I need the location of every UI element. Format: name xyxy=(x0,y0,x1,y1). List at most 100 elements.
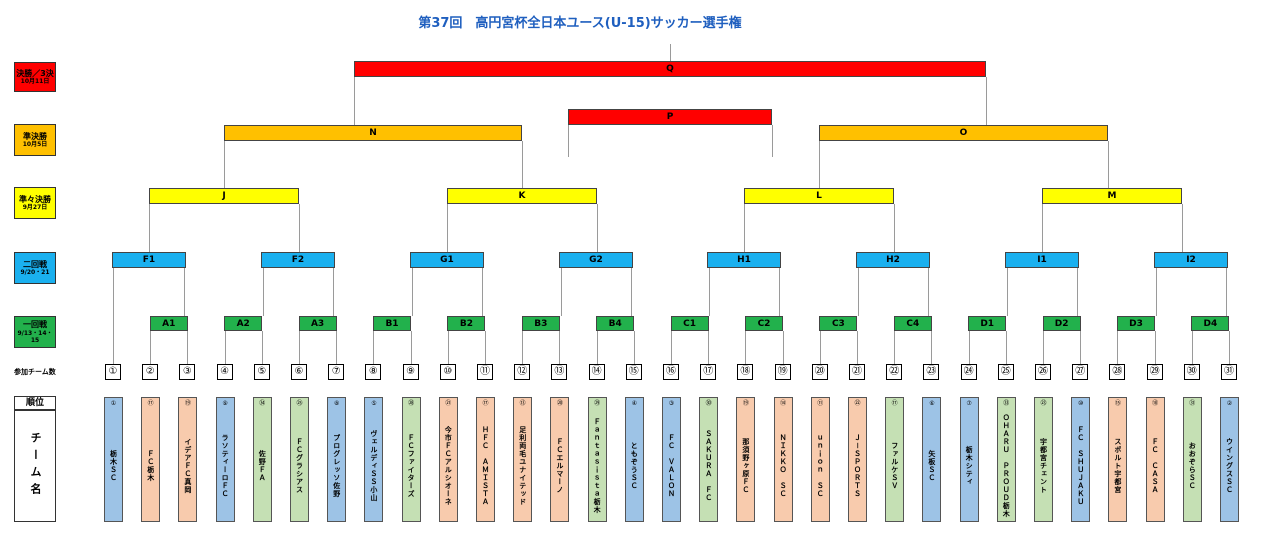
team-rank: ㉓ xyxy=(1040,400,1047,407)
team-name: ＦＣ ＳＨＵＪＡＫＵ xyxy=(1076,425,1085,506)
connector-line xyxy=(745,331,747,364)
team-rank: ⑰ xyxy=(891,400,898,407)
round-label-semifinal: 準決勝 10月5日 xyxy=(14,124,56,156)
team-rank: ⑲ xyxy=(184,400,191,407)
participants-label: 参加チーム数 xyxy=(14,368,56,376)
round-label-quarterfinal-date: 9月27日 xyxy=(22,204,48,212)
connector-line xyxy=(299,331,300,364)
connector-line xyxy=(1080,331,1082,364)
connector-line xyxy=(597,204,598,252)
connector-line xyxy=(779,268,780,316)
team-rank: ③ xyxy=(668,400,675,407)
participant-number: ④ xyxy=(216,364,233,380)
connector-line xyxy=(671,331,672,364)
team-name: ｕｎｉｏｎ ＳＣ xyxy=(816,433,825,498)
team-rank: ⑲ xyxy=(742,400,749,407)
team-rank: ⑦ xyxy=(966,400,972,407)
connector-line xyxy=(819,141,820,188)
match-box-I2: I2 xyxy=(1154,252,1228,268)
team-name: 今市ＦＣアルシオーネ xyxy=(444,425,453,506)
connector-line xyxy=(1108,141,1109,188)
connector-line xyxy=(568,125,569,157)
participant-number: ㉒ xyxy=(886,364,903,380)
participant-number: ㉓ xyxy=(923,364,940,380)
participant-number: ⑬ xyxy=(551,364,568,380)
connector-line xyxy=(857,331,858,364)
team-rank: ② xyxy=(1226,400,1233,407)
connector-line xyxy=(894,331,896,364)
connector-line xyxy=(187,331,189,364)
connector-line xyxy=(184,268,185,316)
participant-number: ⑥ xyxy=(291,364,307,380)
match-box-P: P xyxy=(568,109,772,125)
connector-line xyxy=(150,331,152,364)
match-box-A2: A2 xyxy=(224,316,263,331)
team-name: ラソティーロＦＣ xyxy=(221,433,230,498)
team-rank: ⑤ xyxy=(371,400,377,407)
connector-line xyxy=(224,141,225,188)
match-box-Q: Q xyxy=(354,61,986,77)
round-label-semifinal-name: 準決勝 xyxy=(23,131,47,141)
connector-line xyxy=(1043,331,1044,364)
connector-line xyxy=(1156,268,1157,316)
connector-line xyxy=(633,331,635,364)
round-label-semifinal-date: 10月5日 xyxy=(22,141,48,149)
connector-line xyxy=(1005,331,1007,364)
connector-line xyxy=(373,331,375,364)
connector-line xyxy=(744,204,745,252)
participant-number: ⑯ xyxy=(663,364,679,380)
match-box-G2: G2 xyxy=(559,252,633,268)
participant-number: ㉛ xyxy=(1221,364,1237,380)
round-label-first-name: 一回戦 xyxy=(23,320,47,330)
team-name: ウイングスＳＣ xyxy=(1225,437,1234,494)
team-name: ＦＣファイターズ xyxy=(407,433,416,498)
match-box-O: O xyxy=(819,125,1108,141)
connector-line xyxy=(968,331,970,364)
connector-line xyxy=(263,268,264,316)
team-rank: ㉘ xyxy=(408,400,415,407)
team-rank: ⑧ xyxy=(333,400,340,407)
connector-line xyxy=(1007,268,1008,316)
match-box-A3: A3 xyxy=(298,316,337,331)
participant-number: ⑳ xyxy=(811,364,828,380)
participant-number: ⑦ xyxy=(328,364,345,380)
connector-line xyxy=(670,44,671,61)
team-cell: ② ウイングスＳＣ xyxy=(1220,397,1239,522)
participant-number: ③ xyxy=(179,364,196,380)
team-cell: ⑲ 那須野ヶ原ＦＣ xyxy=(736,397,756,522)
team-name: ファルケＳＶ xyxy=(890,441,899,490)
match-box-M: M xyxy=(1042,188,1182,204)
team-rank: ㉚ xyxy=(705,400,712,407)
connector-line xyxy=(561,268,562,316)
match-box-C3: C3 xyxy=(819,316,858,331)
team-name: ＯＨＡＲＵ ＰＲＯＵＤ栃木 xyxy=(1002,413,1011,518)
match-box-H1: H1 xyxy=(707,252,781,268)
round-label-quarterfinal-name: 準々決勝 xyxy=(19,194,51,204)
connector-line xyxy=(522,331,524,364)
match-box-F2: F2 xyxy=(261,252,335,268)
team-rank: ⑨ xyxy=(222,400,228,407)
match-box-H2: H2 xyxy=(856,252,930,268)
team-rank: ⑰ xyxy=(482,400,489,407)
team-rank: ㉙ xyxy=(594,400,601,407)
team-rank: ⑬ xyxy=(519,400,526,407)
team-rank: ㉕ xyxy=(296,400,303,407)
team-name: Ｊ－ＳＰＯＲＴＳ xyxy=(853,433,862,498)
team-name: ＦＣエルマーノ xyxy=(555,437,564,494)
connector-line xyxy=(333,268,334,316)
match-box-D3: D3 xyxy=(1117,316,1155,331)
team-name: 那須野ヶ原ＦＣ xyxy=(741,437,750,494)
team-name: イデアＦＣ真岡 xyxy=(183,437,192,494)
participant-number: ⑲ xyxy=(774,364,791,380)
match-box-B1: B1 xyxy=(373,316,411,331)
participant-number: ㉕ xyxy=(997,364,1014,380)
match-box-D4: D4 xyxy=(1191,316,1230,331)
